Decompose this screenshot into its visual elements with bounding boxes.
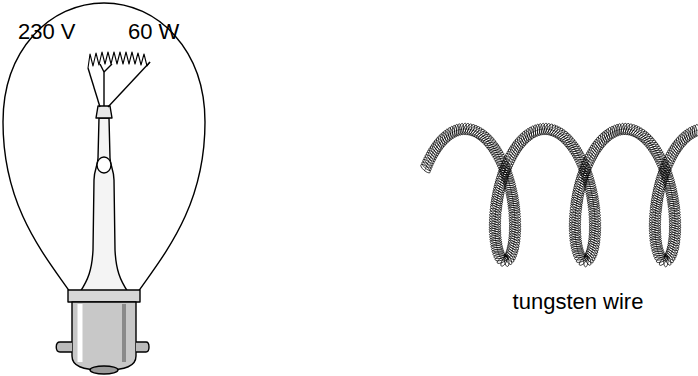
- power-label: 60 W: [128, 20, 179, 44]
- component-label: tungsten wire: [513, 290, 644, 314]
- voltage-label: 230 V: [18, 20, 76, 44]
